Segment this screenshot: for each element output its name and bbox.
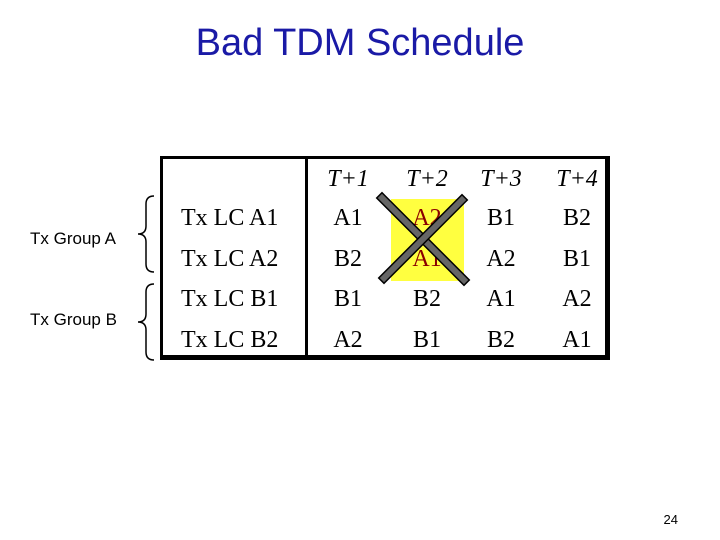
cell-b1-t3: A1 [486,286,516,312]
header-t3: T+3 [480,166,522,192]
cell-a2-t3: A2 [486,246,516,272]
conflict-cross-icon [375,191,471,287]
schedule-table [160,156,610,360]
page-number: 24 [663,512,678,527]
column-divider [305,156,308,360]
cell-a1-t4: B2 [562,205,591,231]
cell-a1-t3: B1 [486,205,515,231]
header-t2: T+2 [406,166,448,192]
cell-b1-t4: A2 [562,286,592,312]
header-t1: T+1 [327,166,369,192]
cell-b1-t1: B1 [333,286,362,312]
cell-b2-t3: B2 [486,327,515,353]
row-label-lc-b2: Tx LC B2 [181,327,279,353]
cell-b2-t1: A2 [333,327,363,353]
cell-a1-t1: A1 [333,205,363,231]
row-label-lc-b1: Tx LC B1 [181,286,279,312]
group-b-brace [137,283,155,361]
cell-b2-t4: A1 [562,327,592,353]
slide-title: Bad TDM Schedule [195,22,525,64]
cell-a2-t1: B2 [333,246,362,272]
cell-a2-t4: B1 [562,246,591,272]
header-t4: T+4 [556,166,598,192]
group-a-brace [137,195,155,273]
cell-b2-t2: B1 [412,327,441,353]
row-label-lc-a1: Tx LC A1 [181,205,279,231]
row-label-lc-a2: Tx LC A2 [181,246,279,272]
cell-b1-t2: B2 [412,286,441,312]
group-a-label: Tx Group A [30,229,116,248]
group-b-label: Tx Group B [30,310,117,329]
